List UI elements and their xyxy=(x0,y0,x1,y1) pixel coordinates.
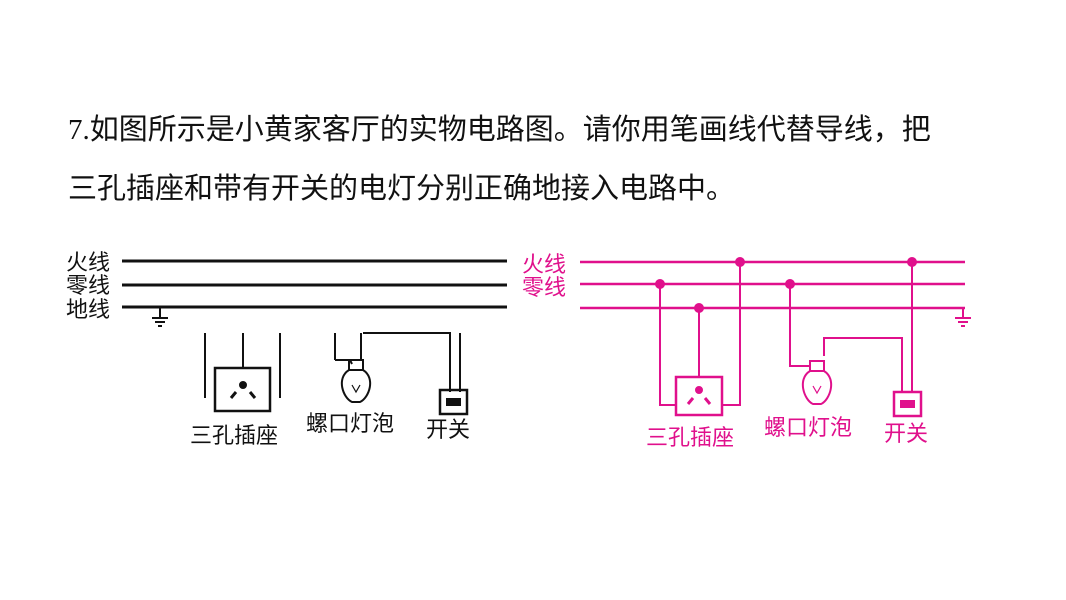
question-line-2: 三孔插座和带有开关的电灯分别正确地接入电路中。 xyxy=(68,171,736,205)
right-ground-symbol xyxy=(955,308,971,327)
right-switch xyxy=(892,390,923,418)
left-ground-symbol xyxy=(152,307,168,327)
left-bulb-label: 螺口灯泡 xyxy=(306,412,394,437)
right-socket xyxy=(674,375,724,417)
left-labels: 火线 零线 地线 三孔插座 螺口灯泡 开关 xyxy=(66,251,470,449)
right-labels: 火线 零线 三孔插座 螺口灯泡 开关 xyxy=(522,253,928,451)
right-switch-label: 开关 xyxy=(884,422,928,447)
left-socket xyxy=(204,333,281,413)
question-number: 7. xyxy=(68,114,90,146)
left-bulb xyxy=(334,332,461,403)
left-live-label: 火线 xyxy=(66,251,110,276)
left-neutral-label: 零线 xyxy=(66,274,110,299)
left-switch-label: 开关 xyxy=(426,418,470,443)
right-live-label: 火线 xyxy=(522,253,566,278)
right-circuit-diagram xyxy=(580,257,971,418)
question-line-1: 7.如图所示是小黄家客厅的实物电路图。请你用笔画线代替导线，把 xyxy=(68,100,1028,159)
left-ground-label: 地线 xyxy=(66,298,110,323)
left-switch xyxy=(438,388,469,416)
left-socket-label: 三孔插座 xyxy=(190,424,278,449)
question-text: 7.如图所示是小黄家客厅的实物电路图。请你用笔画线代替导线，把 三孔插座和带有开… xyxy=(68,100,1028,217)
right-bulb-label: 螺口灯泡 xyxy=(764,416,852,441)
right-bulb-wiring xyxy=(785,257,917,392)
question-line-1-text: 如图所示是小黄家客厅的实物电路图。请你用笔画线代替导线，把 xyxy=(89,112,931,146)
right-bulb xyxy=(801,360,833,405)
right-socket-label: 三孔插座 xyxy=(646,426,734,451)
right-socket-wiring xyxy=(655,257,745,406)
right-neutral-label: 零线 xyxy=(522,276,566,301)
left-circuit-diagram xyxy=(122,259,507,416)
